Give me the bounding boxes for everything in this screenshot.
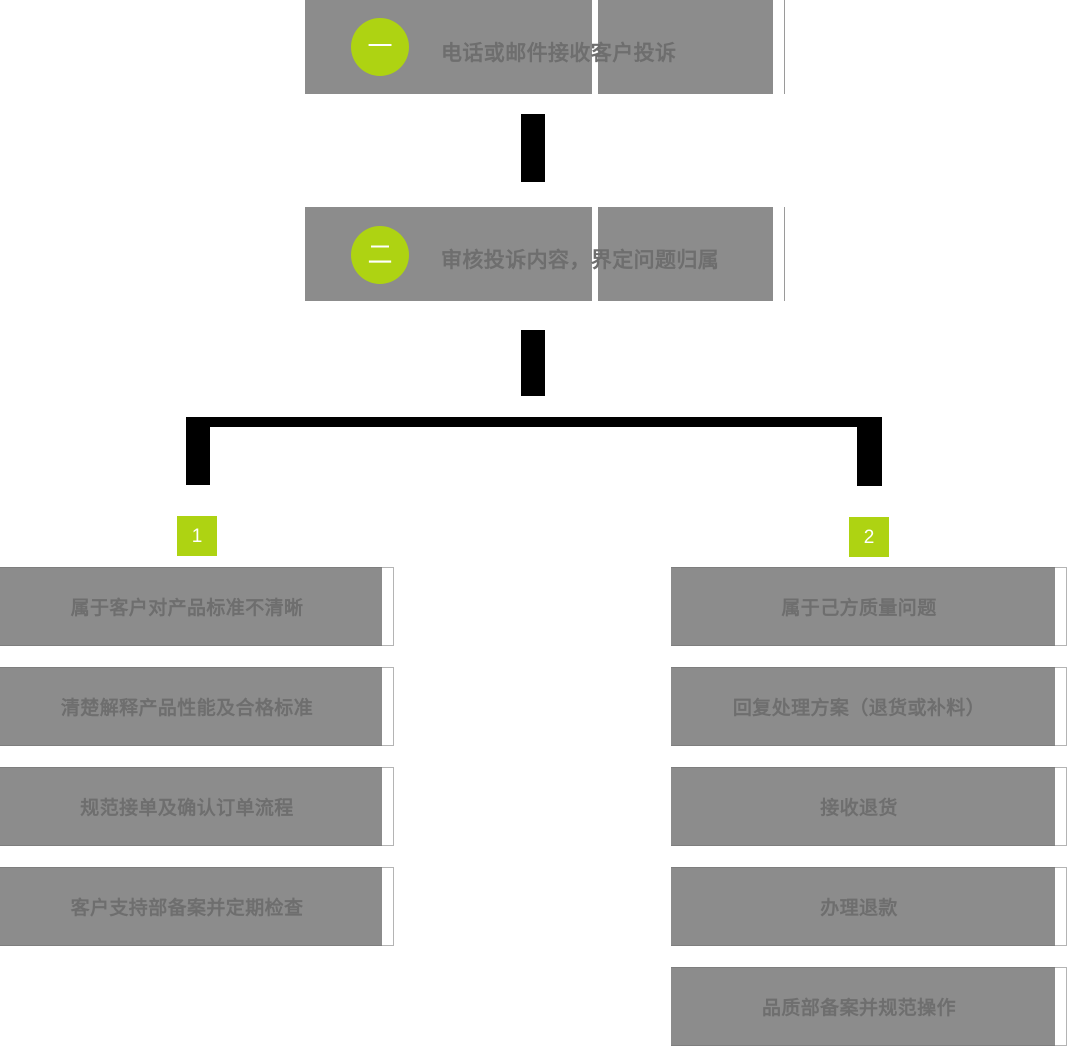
branch-badge-1-label: 1: [191, 525, 203, 547]
list-item[interactable]: 接收退货: [671, 767, 1067, 846]
list-item-tail: [382, 667, 394, 746]
branch-badge-1: 1: [177, 516, 217, 556]
list-item-label: 属于己方质量问题: [781, 598, 937, 619]
split-bar-horizontal: [186, 417, 882, 427]
list-item-label: 品质部备案并规范操作: [761, 998, 956, 1019]
list-item[interactable]: 规范接单及确认订单流程: [0, 767, 394, 846]
list-item-tail: [382, 567, 394, 646]
list-item-tail: [382, 867, 394, 946]
list-item-label: 属于客户对产品标准不清晰: [70, 598, 304, 619]
list-item-label: 接收退货: [820, 798, 898, 819]
step-box-1-divider: [592, 0, 598, 94]
step-marker-two: 二: [351, 226, 409, 284]
step-marker-one: 一: [351, 18, 409, 76]
connector-step2-split: [521, 330, 545, 396]
step-label-1: 电话或邮件接收客户投诉: [441, 42, 677, 65]
list-item-tail: [1055, 967, 1067, 1046]
branch-badge-2-label: 2: [863, 526, 875, 548]
list-item[interactable]: 办理退款: [671, 867, 1067, 946]
list-item-tail: [1055, 567, 1067, 646]
step-box-1-tail: [773, 0, 785, 94]
step-label-2: 审核投诉内容，界定问题归属: [441, 249, 720, 272]
list-item-tail: [1055, 767, 1067, 846]
step-marker-one-glyph: 一: [367, 32, 393, 61]
list-item-tail: [1055, 667, 1067, 746]
list-item-tail: [1055, 867, 1067, 946]
step-marker-two-glyph: 二: [367, 240, 393, 269]
list-item[interactable]: 属于己方质量问题: [671, 567, 1067, 646]
list-item[interactable]: 属于客户对产品标准不清晰: [0, 567, 394, 646]
list-item-label: 清楚解释产品性能及合格标准: [60, 698, 314, 719]
list-item-label: 回复处理方案（退货或补料）: [732, 698, 986, 719]
list-item-label: 客户支持部备案并定期检查: [70, 898, 304, 919]
split-drop-right: [857, 417, 882, 486]
list-item-label: 规范接单及确认订单流程: [80, 798, 294, 819]
list-item[interactable]: 品质部备案并规范操作: [671, 967, 1067, 1046]
step-box-2-tail: [773, 207, 785, 301]
list-item-tail: [382, 767, 394, 846]
branch-badge-2: 2: [849, 517, 889, 557]
split-drop-left: [186, 417, 210, 485]
step-box-2-divider: [592, 207, 598, 301]
list-item[interactable]: 清楚解释产品性能及合格标准: [0, 667, 394, 746]
list-item[interactable]: 回复处理方案（退货或补料）: [671, 667, 1067, 746]
connector-step1-step2: [521, 114, 545, 182]
list-item-label: 办理退款: [820, 898, 898, 919]
list-item[interactable]: 客户支持部备案并定期检查: [0, 867, 394, 946]
